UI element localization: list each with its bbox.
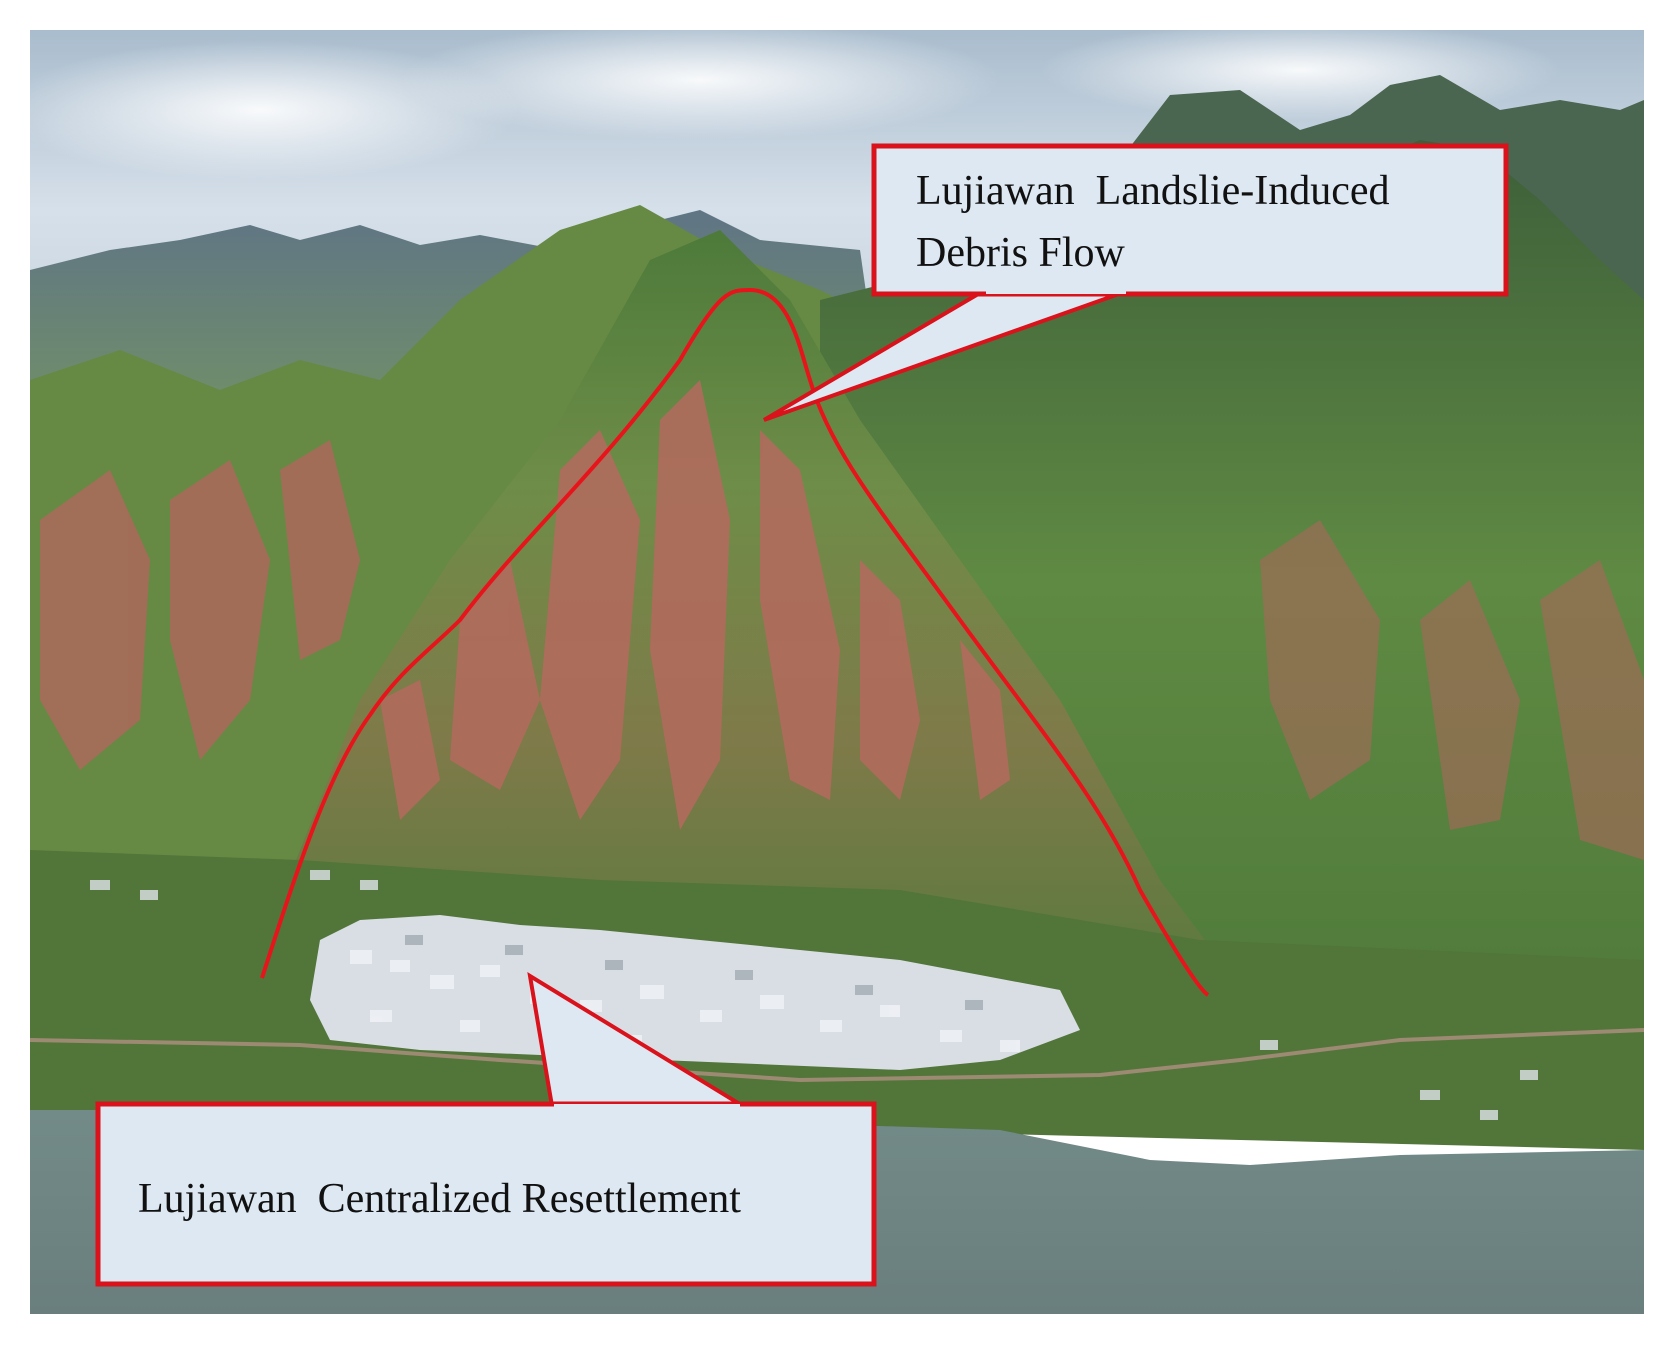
- callout-box: [95, 1101, 877, 1287]
- debris-flow-label: Lujiawan Landslie-Induced Debris Flow: [916, 168, 1390, 276]
- cloud: [400, 30, 1000, 140]
- debris-flow-boundary-outline: [260, 287, 1210, 997]
- resettlement-label: Lujiawan Centralized Resettlement: [138, 1176, 741, 1222]
- exposed-soil-streaks: [380, 380, 1010, 830]
- callout-box: [871, 143, 1509, 297]
- left-hill-soil: [40, 440, 360, 770]
- resettlement-callout: [95, 972, 877, 1287]
- cloud: [30, 40, 520, 180]
- debris-flow-callout: [762, 143, 1509, 422]
- village-area: [310, 915, 1080, 1070]
- right-hill-soil: [1260, 520, 1644, 860]
- shore-road: [30, 1028, 1644, 1083]
